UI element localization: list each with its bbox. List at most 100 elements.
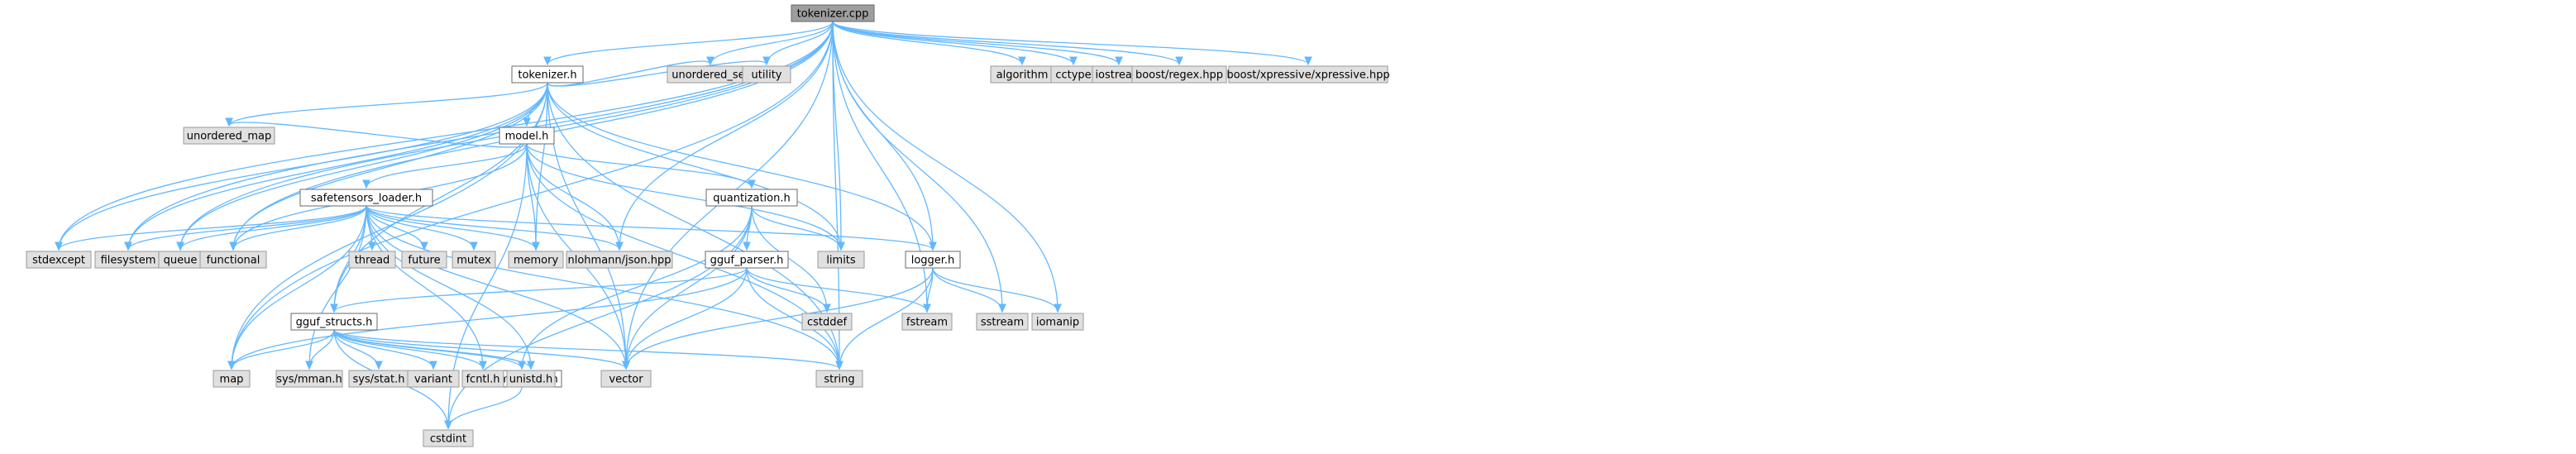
node-iomanip: iomanip <box>1031 313 1084 331</box>
edge-safetensors_loader_h-to-sys_mman <box>309 205 367 369</box>
node-box <box>511 65 584 84</box>
node-queue: queue <box>158 251 203 269</box>
node-label: cstdint <box>430 433 466 446</box>
node-box <box>275 370 343 388</box>
edge-model_h-to-limits <box>526 143 841 250</box>
node-gguf-structs-h[interactable]: gguf_structs.h <box>290 313 378 331</box>
node-box <box>566 251 673 269</box>
edge-tokenizer_cpp-to-boost_regex <box>832 21 1179 65</box>
node-label: mutex <box>456 255 491 267</box>
edge-gguf_parser_h-to-gguf_structs_h <box>334 267 748 312</box>
node-sys-stat: sys/stat.h <box>348 370 409 388</box>
node-label: tokenizer.cpp <box>797 8 869 21</box>
node-box <box>1228 65 1388 84</box>
node-label: stdexcept <box>32 255 85 267</box>
node-label: memory <box>514 255 559 267</box>
node-boost-xpressive: boost/xpressive/xpressive.hpp <box>1226 65 1390 84</box>
edge-tokenizer_h-to-memory <box>536 82 548 250</box>
edge-tokenizer_cpp-to-nlohmann_json <box>619 21 834 250</box>
node-box <box>705 251 789 269</box>
edge-gguf_parser_h-to-string <box>746 267 839 369</box>
edge-gguf_structs_h-to-vector <box>333 329 626 369</box>
node-label: gguf_parser.h <box>710 255 784 267</box>
node-box <box>508 251 564 269</box>
node-box <box>817 251 865 269</box>
node-box <box>407 370 460 388</box>
node-box <box>290 313 378 331</box>
node-box <box>299 189 433 207</box>
edge-tokenizer_cpp-to-algorithm <box>832 21 1022 65</box>
node-box <box>742 65 791 84</box>
edge-tokenizer_h-to-stdexcept <box>59 82 548 250</box>
edge-gguf_parser_h-to-map <box>232 267 748 369</box>
node-box <box>461 370 504 388</box>
node-safetensors-loader-h[interactable]: safetensors_loader.h <box>299 189 433 207</box>
edge-gguf_structs_h-to-fcntl <box>333 329 483 369</box>
node-box <box>26 251 92 269</box>
node-label: boost/xpressive/xpressive.hpp <box>1226 69 1389 82</box>
edge-logger_h-to-sstream <box>932 267 1002 312</box>
node-box <box>801 313 853 331</box>
edge-safetensors_loader_h-to-unistd <box>366 205 531 369</box>
node-label: unordered_set <box>671 69 748 82</box>
node-label: cctype <box>1055 69 1091 82</box>
edge-gguf_parser_h-to-vector <box>626 267 748 369</box>
node-label: boost/regex.hpp <box>1135 69 1223 82</box>
edge-tokenizer_h-to-limits <box>547 82 841 250</box>
edge-quantization_h-to-cstddef <box>751 205 827 312</box>
edge-logger_h-to-iomanip <box>932 267 1058 312</box>
edge-safetensors_loader_h-to-future <box>366 205 424 250</box>
node-limits: limits <box>817 251 865 269</box>
edge-gguf_parser_h-to-cstddef <box>746 267 827 312</box>
node-functional: functional <box>199 251 267 269</box>
node-fcntl: fcntl.h <box>461 370 504 388</box>
node-nlohmann-json: nlohmann/json.hpp <box>566 251 673 269</box>
node-thread: thread <box>348 251 396 269</box>
edge-safetensors_loader_h-to-fcntl <box>366 205 483 369</box>
node-label: queue <box>164 255 198 267</box>
edge-model_h-to-unordered_map <box>229 122 528 148</box>
node-label: limits <box>826 255 856 267</box>
node-model-h[interactable]: model.h <box>499 127 555 145</box>
edge-tokenizer_cpp-to-tokenizer_h <box>547 21 834 65</box>
node-cstddef: cstddef <box>801 313 853 331</box>
node-box <box>452 251 496 269</box>
edge-gguf_structs_h-to-ggml_types_h <box>333 329 522 369</box>
edge-safetensors_loader_h-to-stdexcept <box>59 205 367 250</box>
edge-gguf_structs_h-to-string <box>333 329 839 369</box>
node-logger-h[interactable]: logger.h <box>905 251 961 269</box>
node-label: filesystem <box>101 255 156 267</box>
node-algorithm: algorithm <box>990 65 1054 84</box>
edge-gguf_structs_h-to-sys_mman <box>309 329 335 369</box>
node-label: quantization.h <box>713 193 790 205</box>
node-box <box>199 251 267 269</box>
node-cctype: cctype <box>1050 65 1097 84</box>
node-box <box>815 370 863 388</box>
edge-tokenizer_cpp-to-sstream <box>832 21 1002 312</box>
edge-tokenizer_cpp-to-stdexcept <box>59 21 834 250</box>
edge-model_h-to-quantization_h <box>526 143 752 188</box>
node-label: thread <box>355 255 390 267</box>
edge-tokenizer_cpp-to-cctype <box>832 21 1073 65</box>
edge-safetensors_loader_h-to-vector <box>366 205 626 369</box>
node-label: utility <box>752 69 782 82</box>
node-label: fcntl.h <box>466 374 499 386</box>
edge-quantization_h-to-cstdint <box>448 205 753 428</box>
node-box <box>213 370 251 388</box>
node-tokenizer-h[interactable]: tokenizer.h <box>511 65 584 84</box>
node-gguf-parser-h[interactable]: gguf_parser.h <box>705 251 789 269</box>
edge-ggml_types_h-to-cstdint <box>448 386 523 428</box>
edge-tokenizer_h-to-queue <box>180 82 548 250</box>
node-tokenizer-cpp[interactable]: tokenizer.cpp <box>791 4 875 22</box>
node-label: sstream <box>981 317 1024 329</box>
node-label: cstddef <box>807 317 848 329</box>
edge-logger_h-to-vector <box>626 267 934 369</box>
node-stdexcept: stdexcept <box>26 251 92 269</box>
edge-safetensors_loader_h-to-filesystem <box>128 205 367 250</box>
node-label: sys/mman.h <box>276 374 342 386</box>
node-unistd: unistd.h <box>506 370 556 388</box>
node-cstdint: cstdint <box>423 429 474 447</box>
node-quantization-h[interactable]: quantization.h <box>705 189 798 207</box>
node-vector: vector <box>600 370 652 388</box>
